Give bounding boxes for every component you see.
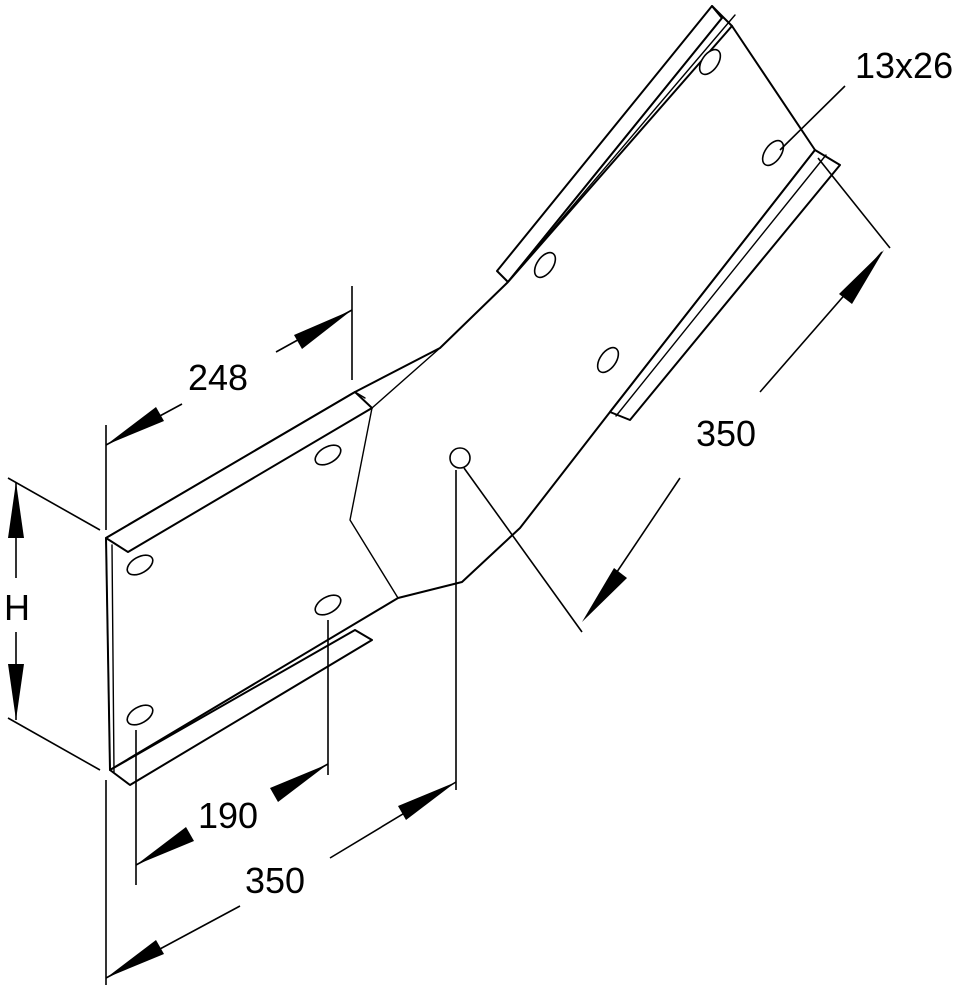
base-plate [105, 25, 816, 771]
mounting-slot-1 [126, 554, 154, 576]
callout-13x26: 13x26 [779, 45, 953, 151]
dim-350-right-arrow-lower [582, 568, 627, 622]
dim-190-arrow-left [136, 827, 194, 865]
dim-350-bottom-arrow-right [398, 782, 456, 820]
mounting-slot-4 [126, 704, 154, 726]
dim-350-right-arrow-upper [839, 250, 884, 304]
dimension-248: 248 [105, 286, 353, 530]
dim-350-bottom-label: 350 [245, 860, 305, 901]
right-flange-inner-edge [507, 14, 736, 283]
dimension-190: 190 [135, 620, 329, 885]
dim-H-arrow-up [8, 482, 24, 538]
dimension-350-right: 350 [463, 157, 891, 633]
mounting-slot-6 [596, 346, 620, 374]
dim-190-label: 190 [198, 795, 258, 836]
mounting-slot-3 [314, 594, 342, 616]
dim-350-bottom-arrow-left [106, 940, 164, 978]
mounting-slot-5 [533, 251, 557, 279]
dim-H-label: H [4, 587, 30, 628]
left-bottom-flange [109, 629, 373, 786]
dim-350-right-label: 350 [696, 413, 756, 454]
mounting-slot-7 [698, 48, 722, 76]
left-top-flange-rear [354, 391, 366, 399]
dim-248-arrow-right [294, 310, 352, 349]
dimension-350-bottom: 350 [105, 470, 457, 985]
pivot-rivet [449, 447, 471, 469]
bend-adaptor-part [105, 5, 841, 786]
slot-size-label: 13x26 [855, 45, 953, 86]
bend-line-diagonal [371, 347, 441, 409]
dimension-H: H [4, 477, 101, 771]
mounting-slot-2 [314, 444, 342, 466]
left-plate-thickness [105, 537, 111, 771]
dim-248-label: 248 [188, 357, 248, 398]
dim-H-arrow-down [8, 664, 24, 720]
bend-line-upper [349, 407, 399, 599]
right-bottom-flange-edge [615, 154, 827, 417]
dim-190-arrow-right [270, 764, 328, 802]
mounting-slot-8 [761, 139, 785, 167]
left-plate-front-edge [111, 544, 115, 773]
dim-248-arrow-left [106, 407, 164, 445]
